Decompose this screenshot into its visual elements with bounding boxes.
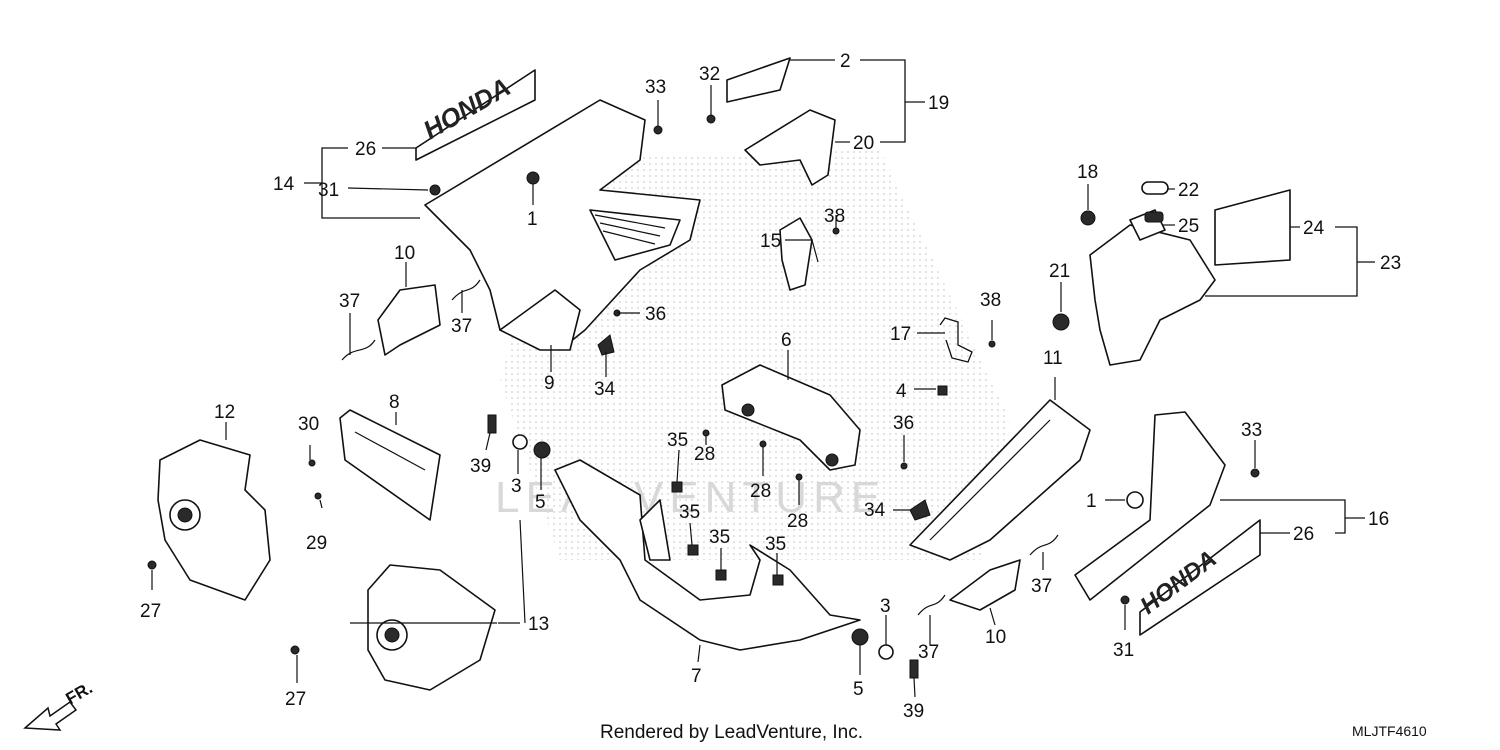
tray-11 xyxy=(909,399,1091,561)
callout-14: 14 xyxy=(273,174,295,195)
callout-23: 23 xyxy=(1380,253,1401,274)
callout-5a: 5 xyxy=(535,492,546,513)
callout-28b: 28 xyxy=(750,481,771,502)
callout-28a: 28 xyxy=(694,444,715,465)
callout-17: 17 xyxy=(890,324,911,345)
callout-34b: 34 xyxy=(864,500,886,521)
lower-cowl-7 xyxy=(554,459,861,651)
callout-2: 2 xyxy=(840,51,851,72)
callout-10a: 10 xyxy=(394,243,415,264)
callout-37c: 37 xyxy=(1031,576,1052,597)
callout-8: 8 xyxy=(389,392,400,413)
bracket-17 xyxy=(939,317,973,363)
callout-13: 13 xyxy=(528,614,549,635)
callout-1b: 1 xyxy=(1086,491,1097,512)
grommet-21 xyxy=(1052,313,1070,331)
callout-26a: 26 xyxy=(355,139,376,160)
callout-15: 15 xyxy=(760,231,781,252)
front-arrow-icon: FR. xyxy=(23,678,96,731)
callout-10b: 10 xyxy=(985,627,1006,648)
callout-7: 7 xyxy=(691,666,702,687)
panel-10-upper xyxy=(377,284,441,356)
seal-22 xyxy=(1141,181,1169,195)
callout-28c: 28 xyxy=(787,511,808,532)
callout-33b: 33 xyxy=(1241,420,1262,441)
callout-18: 18 xyxy=(1077,162,1098,183)
callout-30: 30 xyxy=(298,414,319,435)
callout-39a: 39 xyxy=(470,456,491,477)
callout-35b: 35 xyxy=(679,502,700,523)
callout-27a: 27 xyxy=(140,601,161,622)
callout-34a: 34 xyxy=(594,379,616,400)
bracket-6 xyxy=(721,364,861,471)
callout-32: 32 xyxy=(699,64,720,85)
callout-6: 6 xyxy=(781,330,792,351)
callout-29: 29 xyxy=(306,533,327,554)
callout-24: 24 xyxy=(1303,218,1325,239)
callout-3b: 3 xyxy=(880,596,891,617)
clips-37 xyxy=(341,279,1059,616)
side-panel-16 xyxy=(1074,411,1226,601)
callout-35a: 35 xyxy=(667,430,688,451)
callout-26b: 26 xyxy=(1293,524,1314,545)
seal-25 xyxy=(1144,211,1164,223)
callout-22: 22 xyxy=(1178,180,1199,201)
panel-13 xyxy=(367,564,496,691)
callout-31a: 31 xyxy=(318,180,339,201)
callout-36a: 36 xyxy=(645,304,666,325)
panel-24 xyxy=(1214,189,1291,266)
callout-37d: 37 xyxy=(918,642,939,663)
watermark-text: LEADVENTURE xyxy=(495,473,886,522)
callout-35d: 35 xyxy=(765,534,786,555)
panel-2 xyxy=(726,57,791,103)
callout-1a: 1 xyxy=(527,209,538,230)
leader-lines xyxy=(151,59,1375,698)
meter-cover-23 xyxy=(1089,209,1216,366)
footer-credit: Rendered by LeadVenture, Inc. xyxy=(600,722,863,743)
callout-39b: 39 xyxy=(903,701,924,722)
callout-labels: 1 1 2 3 3 4 5 5 6 7 8 9 10 10 11 12 13 1… xyxy=(140,51,1401,722)
callout-27b: 27 xyxy=(285,689,306,710)
callout-33a: 33 xyxy=(645,77,666,98)
callout-11: 11 xyxy=(1043,348,1063,369)
callout-37a: 37 xyxy=(339,291,360,312)
grommet-18 xyxy=(1080,210,1096,226)
callout-3a: 3 xyxy=(511,476,522,497)
hardware xyxy=(147,114,1260,679)
callout-21: 21 xyxy=(1049,261,1070,282)
honda-emblem-upper: HONDA xyxy=(415,69,536,161)
callout-9: 9 xyxy=(544,373,555,394)
callout-31b: 31 xyxy=(1113,640,1134,661)
panel-12 xyxy=(157,439,271,601)
callout-4: 4 xyxy=(896,381,907,402)
diagram-code: MLJTF4610 xyxy=(1352,723,1427,739)
callout-38a: 38 xyxy=(824,206,845,227)
panel-10-lower xyxy=(949,559,1021,611)
callout-38b: 38 xyxy=(980,290,1001,311)
bracket-20 xyxy=(744,109,836,186)
callout-16: 16 xyxy=(1368,509,1389,530)
callout-36b: 36 xyxy=(893,413,914,434)
callout-12: 12 xyxy=(214,402,235,423)
upper-cover-left xyxy=(424,99,701,351)
callout-20: 20 xyxy=(853,133,874,154)
panel-8 xyxy=(339,409,441,521)
callout-5b: 5 xyxy=(853,679,864,700)
callout-35c: 35 xyxy=(709,527,730,548)
callout-37b: 37 xyxy=(451,316,472,337)
callout-19: 19 xyxy=(928,93,949,114)
bracket-15 xyxy=(779,217,813,291)
callout-25: 25 xyxy=(1178,216,1199,237)
